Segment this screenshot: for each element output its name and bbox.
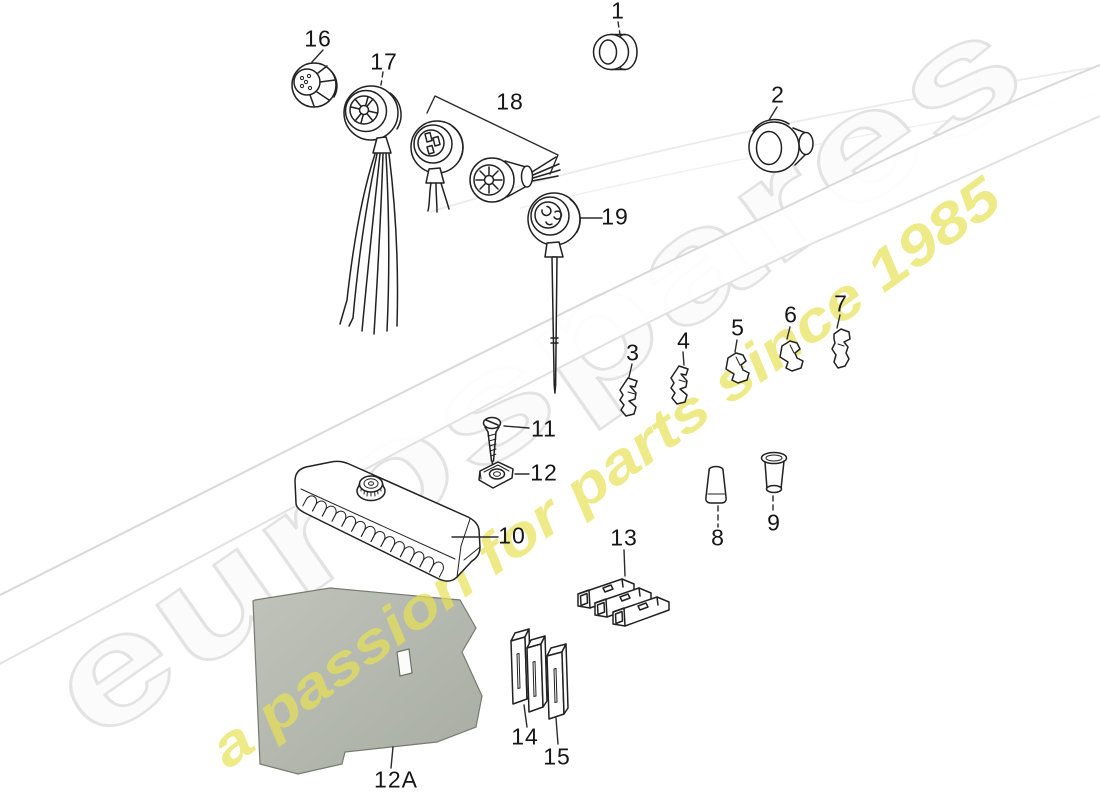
part-17-bulb-socket-wires [339, 85, 402, 335]
part-1-grommet [592, 33, 638, 71]
part-11-screw [482, 416, 502, 466]
part-19-socket-probe [527, 192, 581, 394]
callout-2: 2 [771, 81, 785, 108]
watermark-swoosh-band [0, 63, 1100, 665]
callout-17: 17 [370, 48, 398, 75]
callout-13: 13 [610, 524, 638, 551]
part-15-connector-housing [546, 643, 569, 720]
part-10-fuse-box [294, 460, 481, 582]
callout-3: 3 [626, 339, 640, 366]
callout-6: 6 [784, 301, 798, 328]
part-18-socket-a [410, 120, 464, 213]
part-9-boot [760, 451, 788, 494]
callout-15: 15 [543, 743, 571, 770]
callout-19: 19 [601, 203, 629, 230]
part-5-clip [725, 352, 750, 384]
callout-5: 5 [731, 314, 745, 341]
part-2-grommet [748, 118, 814, 173]
callout-18: 18 [496, 88, 524, 115]
leader-lines [311, 21, 841, 769]
part-12-clip-nut [478, 461, 514, 489]
fuse-box-knob [356, 475, 386, 502]
part-16-cap [291, 62, 338, 108]
part-12a-insulation-panel [252, 587, 483, 775]
callout-14: 14 [511, 723, 539, 750]
callout-12: 12 [530, 459, 558, 486]
part-3-clip [619, 377, 638, 417]
part-18-socket-b [469, 156, 561, 203]
part-13-connector-housings [577, 578, 670, 627]
callout-7: 7 [834, 290, 848, 317]
callout-9: 9 [767, 509, 781, 536]
callout-8: 8 [711, 524, 725, 551]
callout-10: 10 [498, 522, 526, 549]
part-6-clip [779, 340, 804, 372]
callout-16: 16 [304, 25, 332, 52]
callout-1: 1 [611, 0, 625, 24]
callout-4: 4 [677, 327, 691, 354]
part-14-connector-housing [510, 628, 548, 713]
callout-12a: 12A [374, 766, 418, 793]
part-8-boot [705, 465, 727, 504]
part-7-clip [831, 328, 851, 369]
part-4-clip [670, 365, 689, 405]
callout-11: 11 [531, 415, 557, 442]
